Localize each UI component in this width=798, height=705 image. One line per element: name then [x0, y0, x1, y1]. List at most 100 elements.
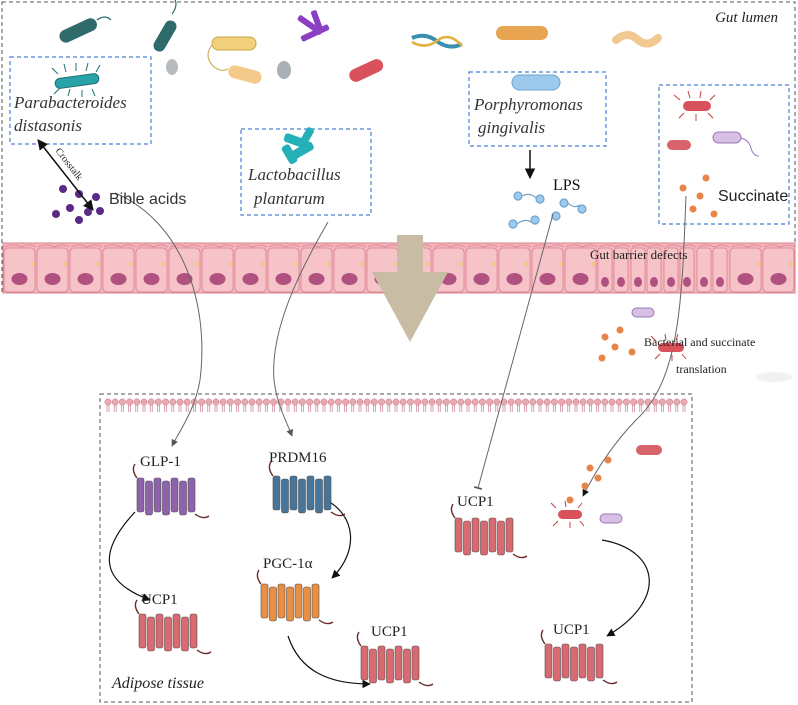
- lipid: [255, 398, 263, 412]
- lps-inhibits-ucp1-line: [473, 213, 554, 490]
- prdm16-protein-icon: [268, 461, 346, 517]
- lipid: [334, 398, 342, 412]
- lipid: [680, 398, 688, 412]
- lipid: [586, 398, 594, 412]
- ucp1-c-protein-icon: [450, 503, 528, 559]
- lipid: [608, 398, 616, 412]
- pgc1a-label: PGC-1α: [263, 556, 313, 572]
- lipid: [666, 398, 674, 412]
- succinate-molecules: [679, 174, 718, 218]
- epithelial-cell: [69, 244, 103, 293]
- lipid: [320, 398, 328, 412]
- lipid: [658, 398, 666, 412]
- lipid: [205, 398, 213, 412]
- lipid: [262, 398, 270, 412]
- lipid: [154, 398, 162, 412]
- epithelial-cell: [531, 244, 565, 293]
- lps-label: LPS: [553, 177, 581, 194]
- ucp1-a-protein-icon: [134, 599, 212, 655]
- porphyromonas-box: [468, 71, 607, 147]
- lipid: [637, 398, 645, 412]
- succinate-bacteria-icons: [667, 90, 760, 157]
- lipid: [421, 398, 429, 412]
- lipid: [622, 398, 630, 412]
- prdm16-to-pgc1a-arrow: [325, 499, 352, 579]
- lipid: [169, 398, 177, 412]
- crosstalk-arrow: [37, 139, 94, 211]
- lipid: [356, 398, 364, 412]
- cell-membrane: [104, 398, 688, 412]
- bile-acids-label: Bible acids: [109, 191, 186, 208]
- lumen-bacteria: [59, 0, 662, 84]
- pgc1a-to-ucp1-arrow: [287, 635, 371, 689]
- epithelial-cell: [597, 244, 631, 293]
- lipid: [370, 398, 378, 412]
- succinate-to-ucp1-arrow: [601, 539, 650, 637]
- lipid: [464, 398, 472, 412]
- adipose-bacteria: [550, 445, 662, 528]
- lipid: [442, 398, 450, 412]
- lipid: [399, 398, 407, 412]
- lipid: [522, 398, 530, 412]
- gut-lumen-label: Gut lumen: [715, 10, 778, 26]
- lipid: [493, 398, 501, 412]
- prdm16-label: PRDM16: [269, 450, 327, 466]
- ucp1-d-label: UCP1: [553, 622, 590, 638]
- lactobacillus-label-line1: Lactobacillus: [247, 165, 341, 184]
- lipid: [349, 398, 357, 412]
- lps-molecules: [508, 191, 587, 229]
- lipid: [615, 398, 623, 412]
- lipid: [558, 398, 566, 412]
- translocation-label-line2: translation: [676, 362, 727, 376]
- lipid: [313, 398, 321, 412]
- lipid: [594, 398, 602, 412]
- lactobacillus-label-line2: plantarum: [253, 189, 325, 208]
- lipid: [673, 398, 681, 412]
- lipid: [529, 398, 537, 412]
- lipid: [478, 398, 486, 412]
- epithelial-cell: [36, 244, 70, 293]
- lipid: [450, 398, 458, 412]
- lipid: [550, 398, 558, 412]
- lipid: [342, 398, 350, 412]
- glp1-to-ucp1-arrow: [108, 511, 151, 602]
- epithelial-cell: [267, 244, 301, 293]
- lipid: [226, 398, 234, 412]
- glp1-label: GLP-1: [140, 454, 181, 470]
- epithelial-cell: [3, 244, 37, 293]
- lipid: [406, 398, 414, 412]
- succinate-label: Succinate: [718, 188, 788, 205]
- lipid: [126, 398, 134, 412]
- porphyromonas-label-line2: gingivalis: [478, 118, 545, 137]
- adipose-tissue-label: Adipose tissue: [111, 675, 204, 692]
- lipid: [248, 398, 256, 412]
- epithelial-cell: [135, 244, 169, 293]
- parabacteroides-label-line2: distasonis: [14, 116, 82, 135]
- epithelial-cell: [564, 244, 598, 293]
- lipid: [565, 398, 573, 412]
- lipid: [306, 398, 314, 412]
- lipid: [579, 398, 587, 412]
- lactobacillus-box: [240, 128, 372, 216]
- porphyromonas-icon: [511, 74, 561, 91]
- lipid: [198, 398, 206, 412]
- lipid: [219, 398, 227, 412]
- epithelial-cell: [300, 244, 334, 293]
- epithelial-cell: [465, 244, 499, 293]
- pgc1a-protein-icon: [256, 569, 334, 625]
- parabacteroides-label-line1: Parabacteroides: [13, 93, 127, 112]
- ucp1-c-label: UCP1: [457, 494, 494, 510]
- lipid: [572, 398, 580, 412]
- lactobacillus-to-prdm16-arrow: [273, 221, 329, 437]
- epithelial-cell: [696, 244, 730, 293]
- lipid: [291, 398, 299, 412]
- epithelial-cell: [333, 244, 367, 293]
- lipid: [471, 398, 479, 412]
- epithelial-cell: [630, 244, 664, 293]
- small-oval-mark: [756, 372, 792, 382]
- lipid: [651, 398, 659, 412]
- succinate-to-adipose-arrow: [582, 195, 687, 497]
- translocated-bacteria: [598, 307, 687, 362]
- lipid: [435, 398, 443, 412]
- epithelial-cell: [498, 244, 532, 293]
